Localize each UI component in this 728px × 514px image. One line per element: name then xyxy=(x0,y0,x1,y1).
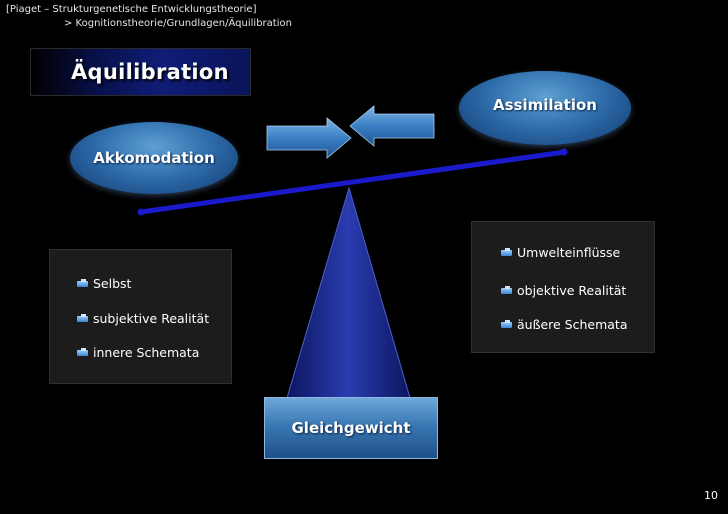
left-item-label: subjektive Realität xyxy=(93,311,210,326)
list-item: subjektive Realität xyxy=(77,311,209,326)
arrow-right-icon xyxy=(266,117,352,159)
bullet-icon xyxy=(501,320,513,329)
beam-end-left xyxy=(137,208,145,216)
right-item-label: Umwelteinflüsse xyxy=(517,245,621,260)
arrow-left-icon xyxy=(349,105,435,147)
bullet-icon xyxy=(77,279,89,288)
list-item: äußere Schemata xyxy=(501,317,628,332)
bullet-icon xyxy=(77,314,89,323)
left-item-label: Selbst xyxy=(93,276,132,291)
gleichgewicht-box: Gleichgewicht xyxy=(264,397,438,459)
assimilation-label: Assimilation xyxy=(493,96,597,114)
list-item: objektive Realität xyxy=(501,283,626,298)
right-item-label: äußere Schemata xyxy=(517,317,628,332)
akkomodation-node: Akkomodation xyxy=(70,122,238,194)
breadcrumb: [Piaget – Strukturgenetische Entwicklung… xyxy=(6,3,292,31)
balance-beam xyxy=(138,149,568,215)
page-number: 10 xyxy=(704,489,718,502)
left-item-label: innere Schemata xyxy=(93,345,200,360)
bullet-icon xyxy=(77,348,89,357)
list-item: Umwelteinflüsse xyxy=(501,245,620,260)
list-item: innere Schemata xyxy=(77,345,199,360)
list-item: Selbst xyxy=(77,276,131,291)
breadcrumb-line-2: > Kognitionstheorie/Grundlagen/Äquilibra… xyxy=(64,18,292,29)
bullet-icon xyxy=(501,248,513,257)
breadcrumb-line-1: [Piaget – Strukturgenetische Entwicklung… xyxy=(6,4,257,15)
right-panel xyxy=(471,221,655,353)
assimilation-node: Assimilation xyxy=(459,71,631,145)
akkomodation-label: Akkomodation xyxy=(93,149,215,167)
gleichgewicht-label: Gleichgewicht xyxy=(291,419,411,437)
title-box: Äquilibration xyxy=(30,48,251,96)
page-title: Äquilibration xyxy=(71,60,229,84)
bullet-icon xyxy=(501,286,513,295)
beam-end-right xyxy=(560,148,568,156)
fulcrum-triangle xyxy=(286,186,411,399)
right-item-label: objektive Realität xyxy=(517,283,627,298)
